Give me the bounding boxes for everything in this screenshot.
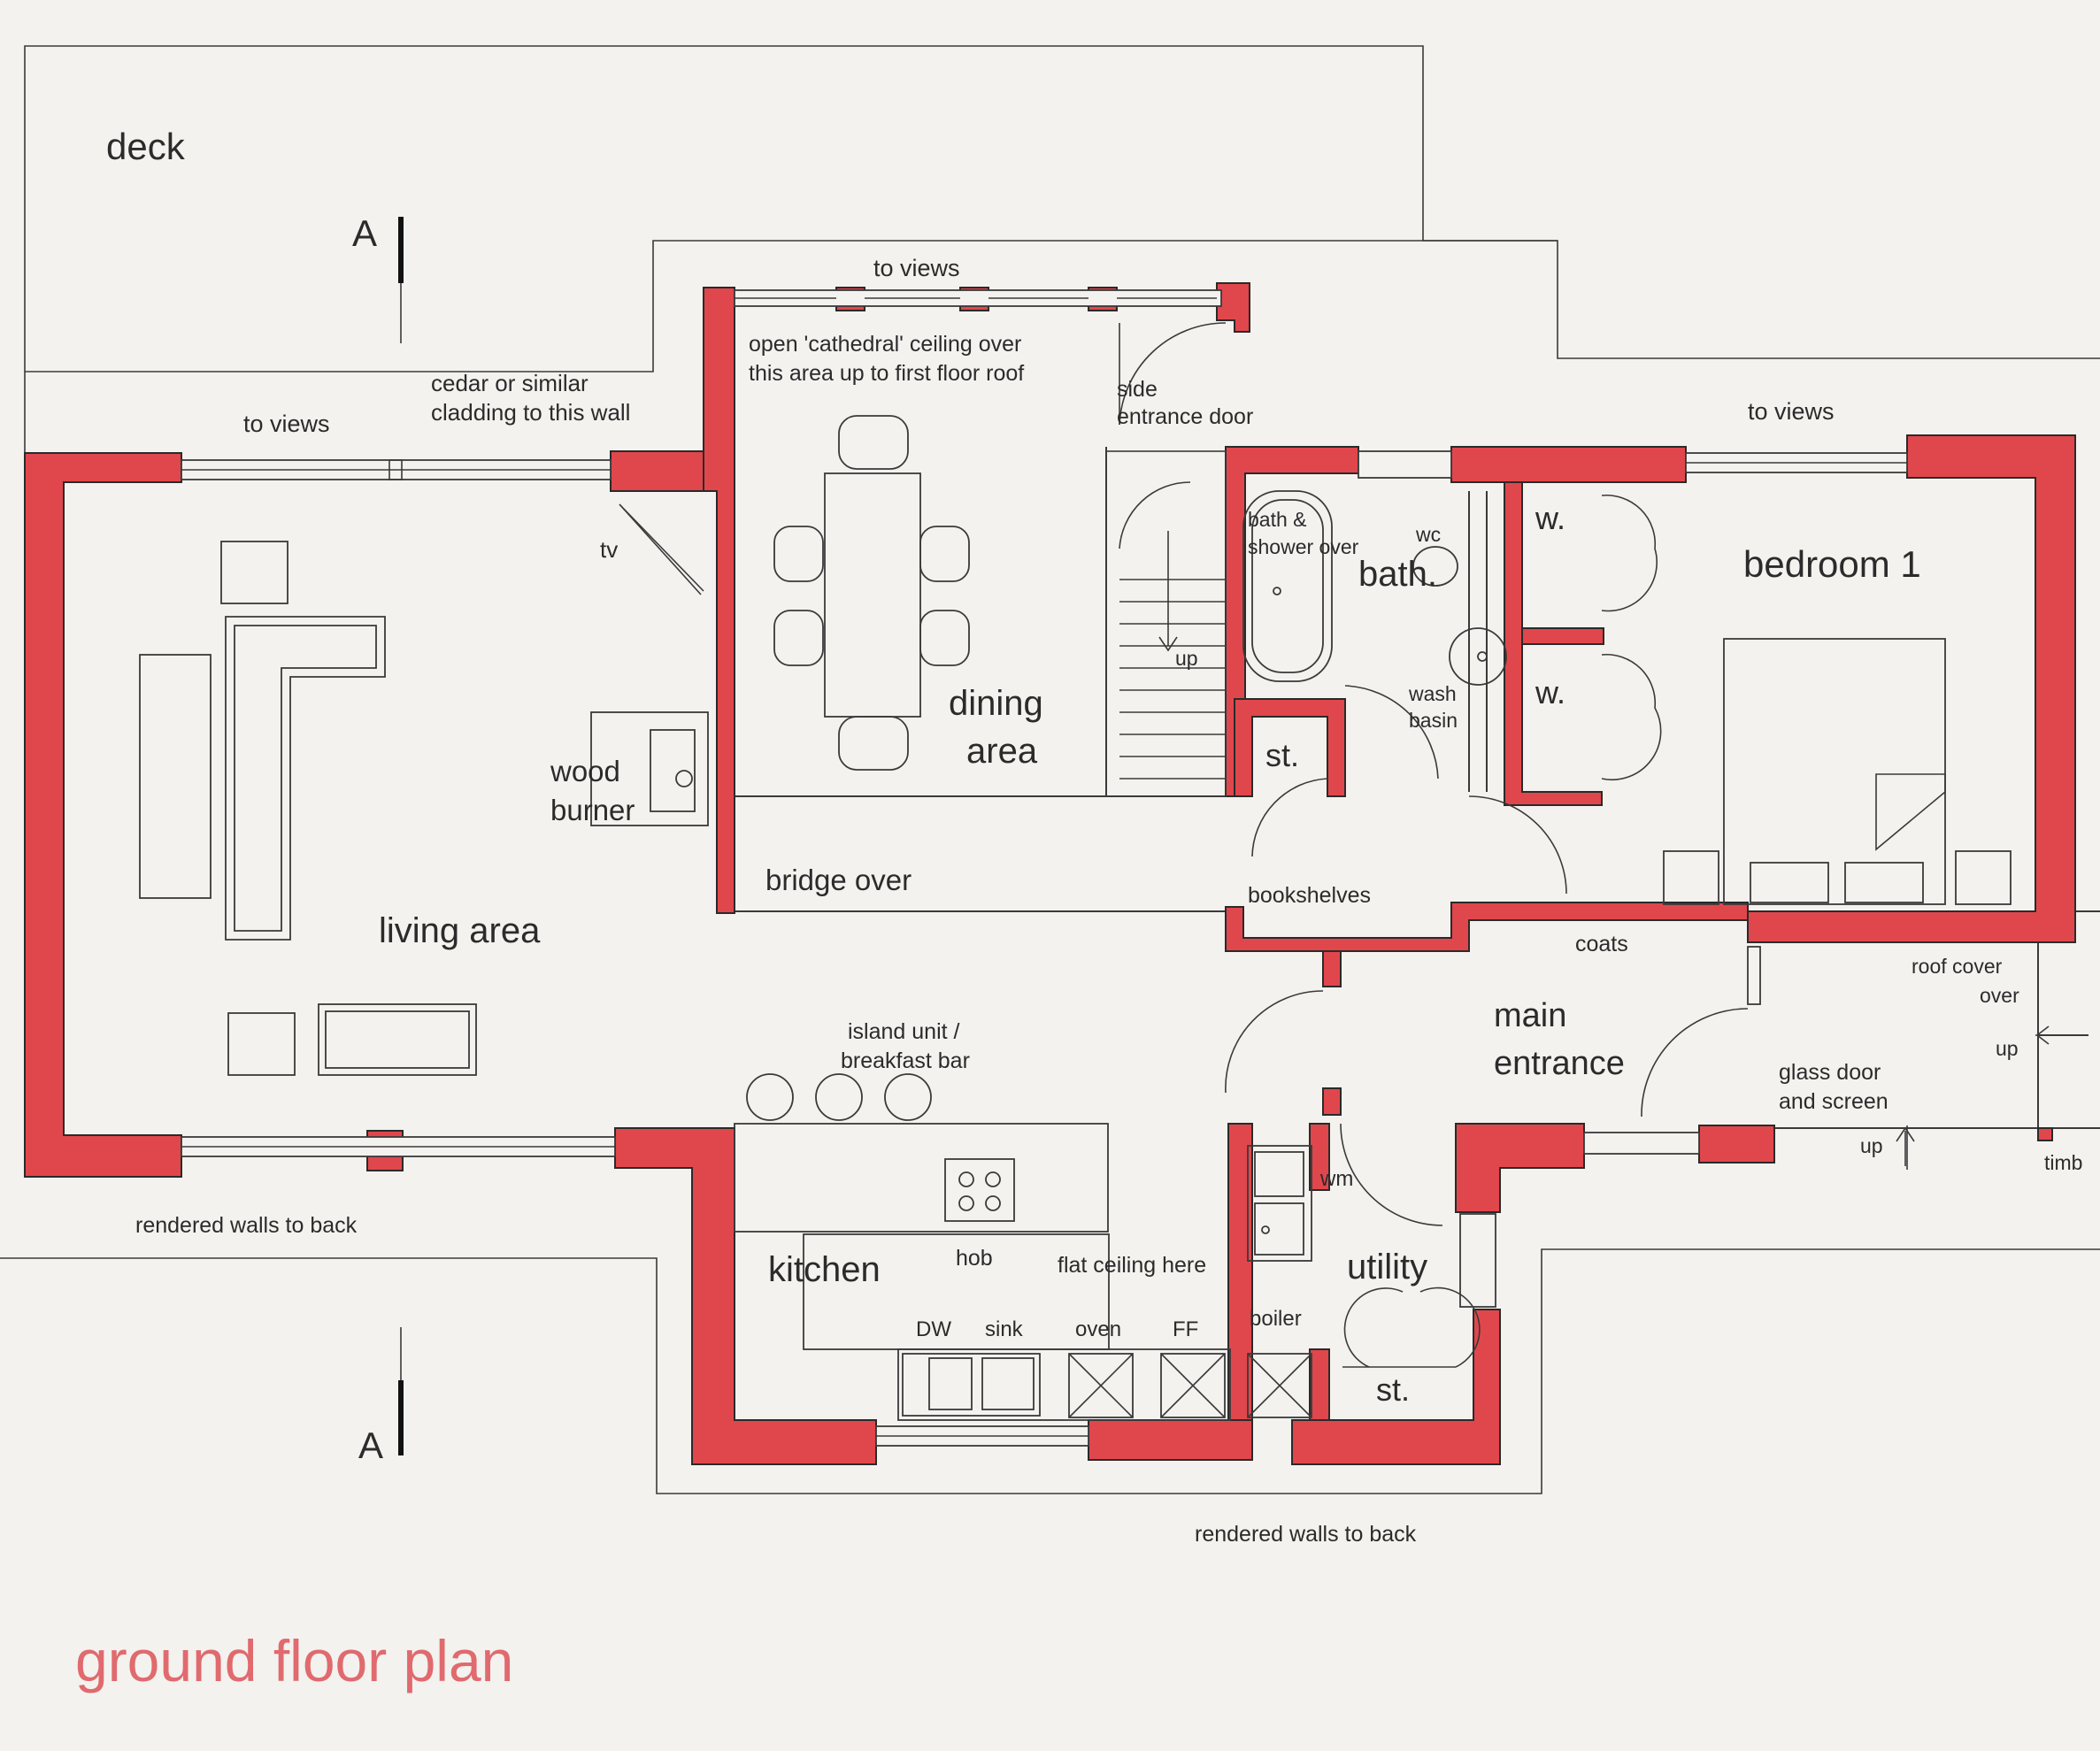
label-living-area: living area — [379, 911, 541, 950]
label-side-entrance-1: side — [1117, 377, 1158, 402]
label-main-entrance-1: main — [1494, 997, 1566, 1034]
wall-living-west — [24, 452, 182, 1178]
label-bridge-over: bridge over — [765, 864, 912, 896]
label-oven: oven — [1075, 1317, 1121, 1341]
wall-dining-west — [703, 287, 735, 914]
label-store-lower: st. — [1376, 1371, 1410, 1408]
wall-entrance-stub — [1322, 950, 1342, 987]
label-bookshelves: bookshelves — [1248, 883, 1371, 908]
label-up-right: up — [1996, 1037, 2019, 1060]
label-rendered-bottom: rendered walls to back — [1195, 1522, 1417, 1547]
wall-store — [1234, 698, 1346, 797]
label-to-views-left: to views — [243, 411, 330, 437]
arrows — [1896, 1025, 2088, 1166]
label-section-bottom: A — [358, 1425, 383, 1466]
label-cedar-1: cedar or similar — [431, 370, 588, 396]
label-rendered-left: rendered walls to back — [135, 1213, 358, 1238]
label-store-upper: st. — [1265, 737, 1299, 773]
label-wardrobe-1: w. — [1535, 500, 1565, 536]
wall-utility-west — [1309, 1123, 1330, 1191]
label-to-views-top: to views — [873, 255, 960, 281]
page-title: ground floor plan — [75, 1628, 513, 1693]
label-to-views-right: to views — [1748, 398, 1835, 425]
wall-wardrobes — [1504, 481, 1603, 806]
wall-bedroom-north — [1450, 446, 1687, 483]
doors — [619, 322, 1749, 1368]
wall-dining-ne-pier — [1216, 282, 1250, 333]
label-timb: timb — [2044, 1151, 2082, 1174]
label-stairs-up: up — [1175, 647, 1198, 670]
label-dw: DW — [916, 1317, 951, 1341]
label-bath-shower-1: bath & — [1248, 508, 1307, 531]
label-wc: wc — [1415, 523, 1441, 546]
label-roof-cover-2: over — [1980, 984, 2019, 1007]
label-glass-door-2: and screen — [1779, 1089, 1888, 1114]
wall-utility-st — [1309, 1348, 1330, 1421]
label-cedar-2: cladding to this wall — [431, 399, 630, 426]
wall-bedroom-east — [1747, 434, 2076, 943]
label-roof-cover-1: roof cover — [1912, 955, 2003, 978]
label-hob: hob — [956, 1246, 993, 1271]
stairs — [1105, 450, 1227, 797]
wall-entrance-stub-lower — [1322, 1087, 1342, 1116]
wall-utility-north — [1455, 1123, 1585, 1213]
wall-entrance-north — [1225, 902, 1749, 952]
label-ff: FF — [1173, 1317, 1198, 1341]
label-section-top: A — [352, 212, 377, 254]
wall-kitchen-south — [1088, 1419, 1253, 1461]
label-kitchen: kitchen — [768, 1250, 881, 1289]
wall-wardrobe-divider — [1521, 627, 1604, 645]
labels: deck A A to views to views to views ceda… — [75, 126, 2082, 1693]
label-bath: bath. — [1358, 555, 1437, 594]
label-side-entrance-2: entrance door — [1117, 404, 1253, 429]
label-wood-burner-2: burner — [550, 794, 635, 826]
label-tv: tv — [600, 536, 618, 563]
label-coats: coats — [1575, 932, 1628, 956]
label-utility: utility — [1347, 1248, 1427, 1286]
label-bedroom-1: bedroom 1 — [1743, 543, 1921, 585]
label-flat-ceiling: flat ceiling here — [1058, 1253, 1206, 1278]
label-island-1: island unit / — [848, 1019, 960, 1044]
wall-kitchen-east — [1227, 1123, 1253, 1421]
label-up-lower: up — [1860, 1134, 1883, 1157]
label-deck: deck — [106, 126, 186, 167]
label-wash-basin-1: wash — [1408, 682, 1457, 705]
label-bath-shower-2: shower over — [1248, 535, 1359, 558]
label-wash-basin-2: basin — [1409, 709, 1458, 732]
label-wardrobe-2: w. — [1535, 674, 1565, 710]
wall-utility — [1291, 1309, 1501, 1465]
label-cathedral-1: open 'cathedral' ceiling over — [749, 332, 1021, 357]
label-main-entrance-2: entrance — [1494, 1045, 1625, 1082]
label-dining-2: area — [966, 732, 1038, 771]
label-wm: wm — [1319, 1167, 1353, 1191]
label-sink: sink — [985, 1317, 1024, 1341]
label-boiler: boiler — [1250, 1307, 1302, 1331]
label-wood-burner-1: wood — [550, 755, 620, 787]
label-cathedral-2: this area up to first floor roof — [749, 361, 1024, 386]
label-glass-door-1: glass door — [1779, 1060, 1881, 1085]
site-outline — [0, 45, 2100, 1494]
label-dining-1: dining — [949, 684, 1043, 723]
label-island-2: breakfast bar — [841, 1048, 970, 1073]
wall-glass-door-pier — [1698, 1125, 1775, 1163]
furniture — [139, 415, 2012, 1421]
windows — [181, 289, 1908, 1447]
wall-kitchen-west — [614, 1127, 877, 1465]
